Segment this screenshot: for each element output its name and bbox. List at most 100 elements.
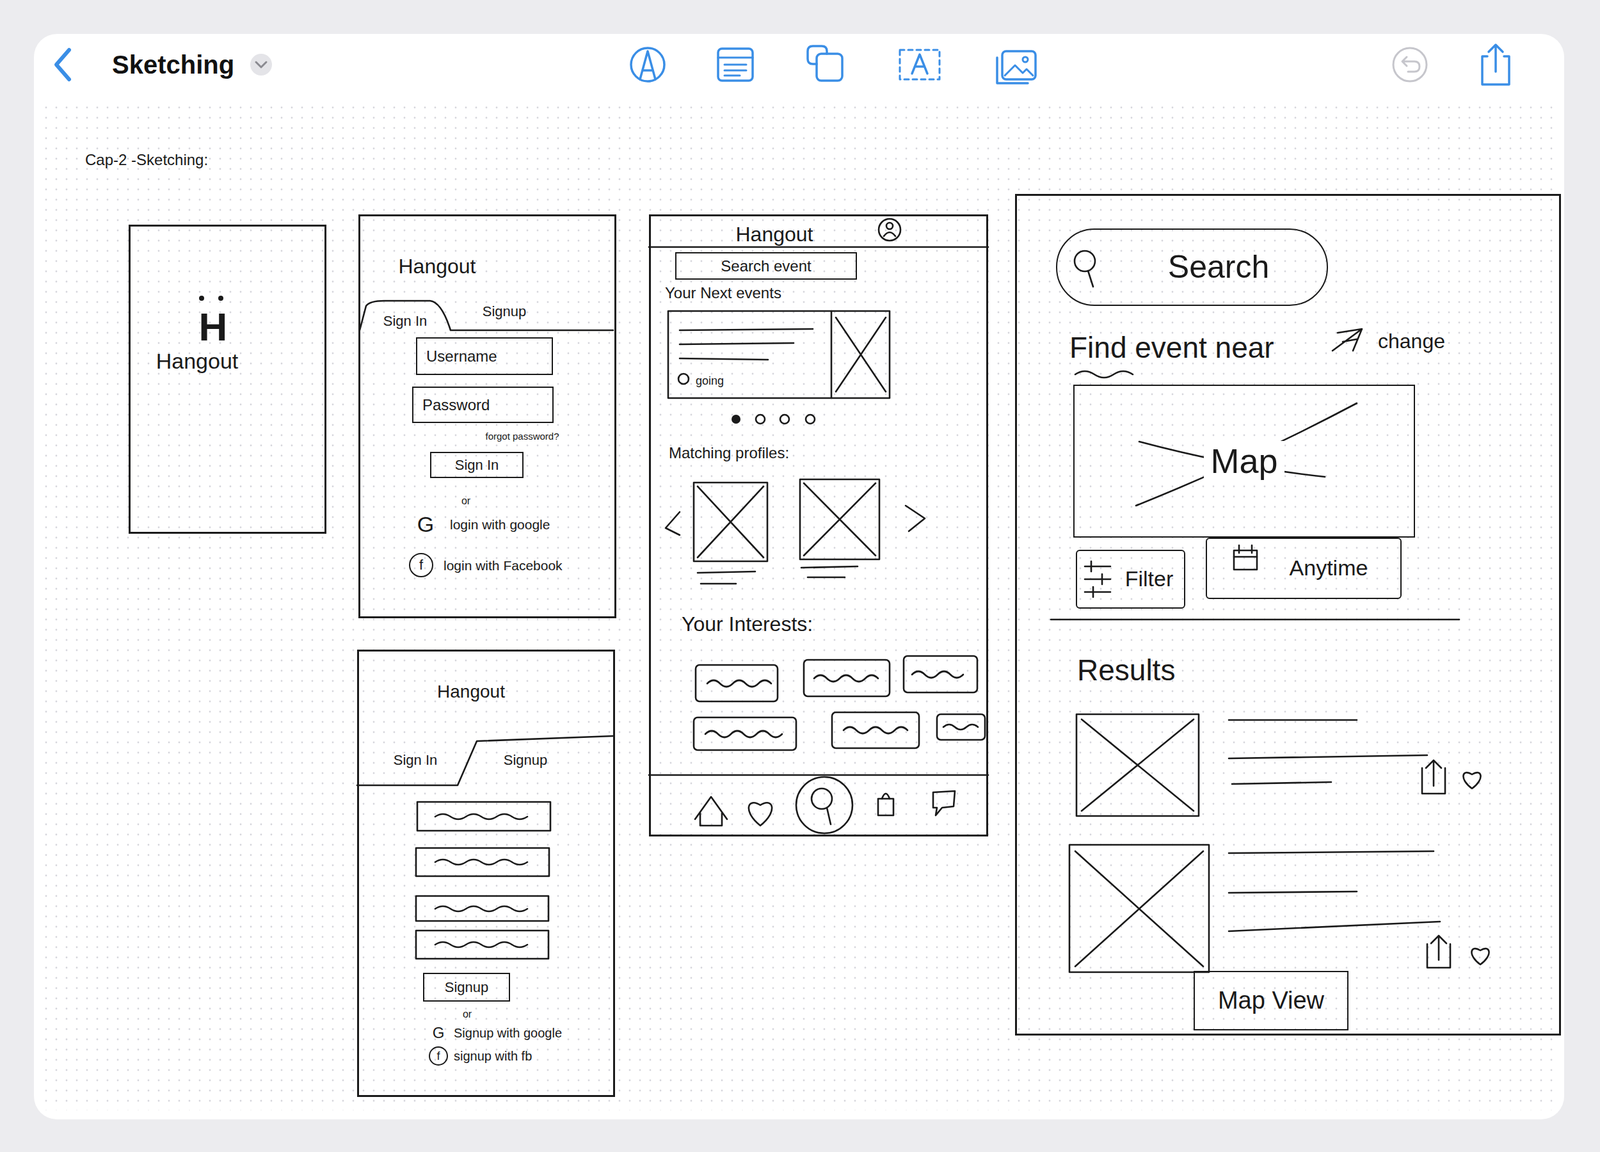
- input-field: Search event: [675, 252, 857, 280]
- text-holder: login with google: [449, 517, 550, 533]
- interest-chips: [936, 714, 985, 740]
- node-text: Password: [422, 396, 490, 415]
- signin-tab-outline: [359, 300, 614, 331]
- signup-fields: [435, 942, 528, 948]
- screen-frame: HangoutYour Next eventsgoingMatching pro…: [648, 214, 989, 837]
- bottom-navigation: [648, 775, 989, 834]
- bottom-navigation: [881, 793, 890, 799]
- result-rows: [1228, 720, 1428, 784]
- home-header: [648, 218, 989, 248]
- result-rows: [1427, 935, 1451, 968]
- tab-label: Signup: [472, 301, 537, 322]
- node-text: forgot password?: [485, 430, 559, 442]
- signup-fields: [435, 814, 528, 820]
- node-text: f: [419, 556, 424, 573]
- signup-fields: [416, 848, 550, 877]
- node-text: H: [199, 304, 228, 350]
- text-holder: Hangout: [736, 222, 814, 247]
- splash-logo-dots: [199, 295, 224, 301]
- document-title: Sketching: [112, 49, 235, 80]
- text-holder: Results: [1077, 653, 1176, 688]
- search-screen-marks: [1332, 328, 1362, 351]
- input-field: Username: [416, 337, 553, 376]
- toolbar-icons: [1393, 48, 1427, 82]
- node-text: Matching profiles:: [668, 444, 790, 463]
- input-field: Password: [412, 386, 554, 424]
- signup-tab-outline: [357, 736, 614, 786]
- node-text: login with google: [449, 517, 550, 533]
- search-bar: Search: [1056, 228, 1328, 306]
- search-screen-marks: [1088, 270, 1094, 287]
- filter-chip: Anytime: [1205, 537, 1402, 600]
- result-rows: [1081, 719, 1194, 811]
- node-text: Results: [1077, 653, 1176, 688]
- toolbar-icons: [718, 57, 753, 76]
- node-text: Search: [1168, 248, 1270, 287]
- search-screen-marks: [1136, 403, 1357, 506]
- profile-cards: [803, 483, 876, 556]
- profile-cards: [801, 566, 858, 578]
- text-holder: Signup with google: [453, 1025, 562, 1041]
- carousel-dots: [731, 414, 741, 424]
- toolbar-icons: [807, 46, 827, 64]
- result-rows: [1228, 851, 1440, 932]
- node-text: signup with fb: [453, 1048, 532, 1064]
- bottom-navigation: [748, 802, 772, 826]
- result-rows: [1075, 851, 1204, 967]
- text-holder: G: [417, 512, 434, 537]
- search-screen-marks: [1084, 561, 1111, 598]
- carousel-dots: [755, 414, 765, 424]
- result-rows: [1069, 714, 1490, 973]
- button: Sign In: [430, 451, 524, 479]
- text-holder: login with Facebook: [443, 558, 563, 574]
- text-holder: signup with fb: [453, 1048, 532, 1064]
- profile-cards: [665, 512, 680, 536]
- node-text: Map: [1203, 440, 1284, 481]
- toolbar-icons: [718, 48, 753, 81]
- carousel-dots: [780, 414, 790, 424]
- result-rows: [1463, 772, 1481, 789]
- text-holder: Cap-2 -Sketching:: [85, 151, 208, 169]
- map-area: Map: [1073, 384, 1416, 538]
- node-text: Find event near: [1069, 330, 1275, 365]
- bottom-navigation: [826, 807, 831, 825]
- interest-chips: [943, 724, 978, 730]
- result-rows: [1076, 714, 1199, 816]
- event-card: [678, 373, 689, 384]
- bottom-navigation: [878, 798, 894, 816]
- toolbar-icons: [1004, 65, 1033, 76]
- signup-tab-outline: [357, 736, 614, 786]
- result-rows: [1471, 948, 1489, 965]
- signup-fields: [435, 906, 528, 912]
- node-text: Your Interests:: [681, 612, 813, 637]
- home-header: [878, 218, 901, 241]
- interest-chips: [814, 675, 879, 682]
- home-header: [886, 222, 893, 230]
- toolbar-icons: [250, 53, 272, 76]
- text-holder: Sketching: [112, 49, 235, 80]
- node-text: G: [417, 512, 434, 537]
- interest-chips: [707, 680, 772, 687]
- signin-tab-outline: [359, 300, 614, 331]
- interest-chips: [832, 712, 920, 749]
- node-text: Hangout: [736, 222, 814, 247]
- node-text: Anytime: [1289, 555, 1369, 581]
- carousel-dots: [805, 414, 815, 424]
- node-text: f: [436, 1049, 440, 1064]
- signup-fields: [416, 896, 549, 921]
- node-text: Signup: [444, 979, 489, 996]
- event-card: [668, 311, 890, 399]
- text-holder: H: [199, 304, 228, 350]
- search-screen-marks: [1050, 618, 1460, 621]
- button: Map View: [1193, 970, 1349, 1031]
- node-text: Map View: [1217, 986, 1325, 1016]
- toolbar-icons: [56, 49, 70, 80]
- toolbar-icons: [912, 54, 928, 74]
- screen-frame: HangoutorGSignup with googlesignup with …: [357, 649, 616, 1097]
- node-text: or: [462, 1008, 472, 1021]
- search-screen-marks: [1233, 550, 1257, 570]
- canvas-card: [33, 33, 1565, 1120]
- node-text: or: [461, 495, 471, 507]
